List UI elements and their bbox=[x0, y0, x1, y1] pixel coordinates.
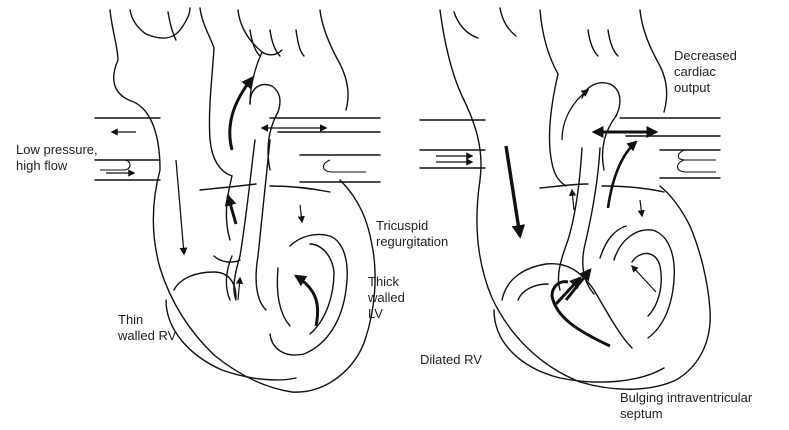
right-pa-curve-arrow bbox=[608, 142, 636, 208]
right-mitral-arrow bbox=[572, 190, 574, 210]
left-rv-arrow bbox=[238, 278, 240, 300]
left-lv-big-arrow bbox=[296, 276, 318, 326]
right-pv-arrow-2 bbox=[678, 150, 716, 160]
label-low-pressure-high-flow: Low pressure, high flow bbox=[16, 142, 98, 174]
label-thick-walled-lv: Thick walled LV bbox=[368, 274, 405, 322]
left-pv-arrow bbox=[323, 160, 366, 172]
label-bulging-intraventricular-septum: Bulging intraventricular septum bbox=[620, 390, 752, 422]
right-aorta-arrow bbox=[562, 90, 588, 140]
left-flow-arrows bbox=[96, 78, 366, 326]
label-thin-walled-rv: Thin walled RV bbox=[118, 312, 176, 344]
right-rv-loop-arrow bbox=[552, 282, 610, 346]
right-rv-up-arrow-2 bbox=[566, 270, 590, 300]
label-dilated-rv: Dilated RV bbox=[420, 352, 482, 368]
right-lv-arrow bbox=[632, 266, 656, 292]
right-tricuspid-big-arrow bbox=[506, 146, 520, 236]
right-lv-small-arrow bbox=[640, 200, 642, 216]
label-decreased-cardiac-output: Decreased cardiac output bbox=[674, 48, 737, 96]
left-pa-arrow-2 bbox=[96, 160, 130, 170]
left-mitral-arrow bbox=[228, 196, 236, 224]
left-aorta-arrow bbox=[230, 78, 252, 150]
right-pv-arrow-1 bbox=[677, 160, 716, 172]
left-ra-arrow bbox=[176, 160, 184, 254]
left-lv-small-arrow bbox=[300, 205, 302, 222]
label-tricuspid-regurgitation: Tricuspid regurgitation bbox=[376, 218, 448, 250]
right-flow-arrows bbox=[436, 90, 716, 346]
